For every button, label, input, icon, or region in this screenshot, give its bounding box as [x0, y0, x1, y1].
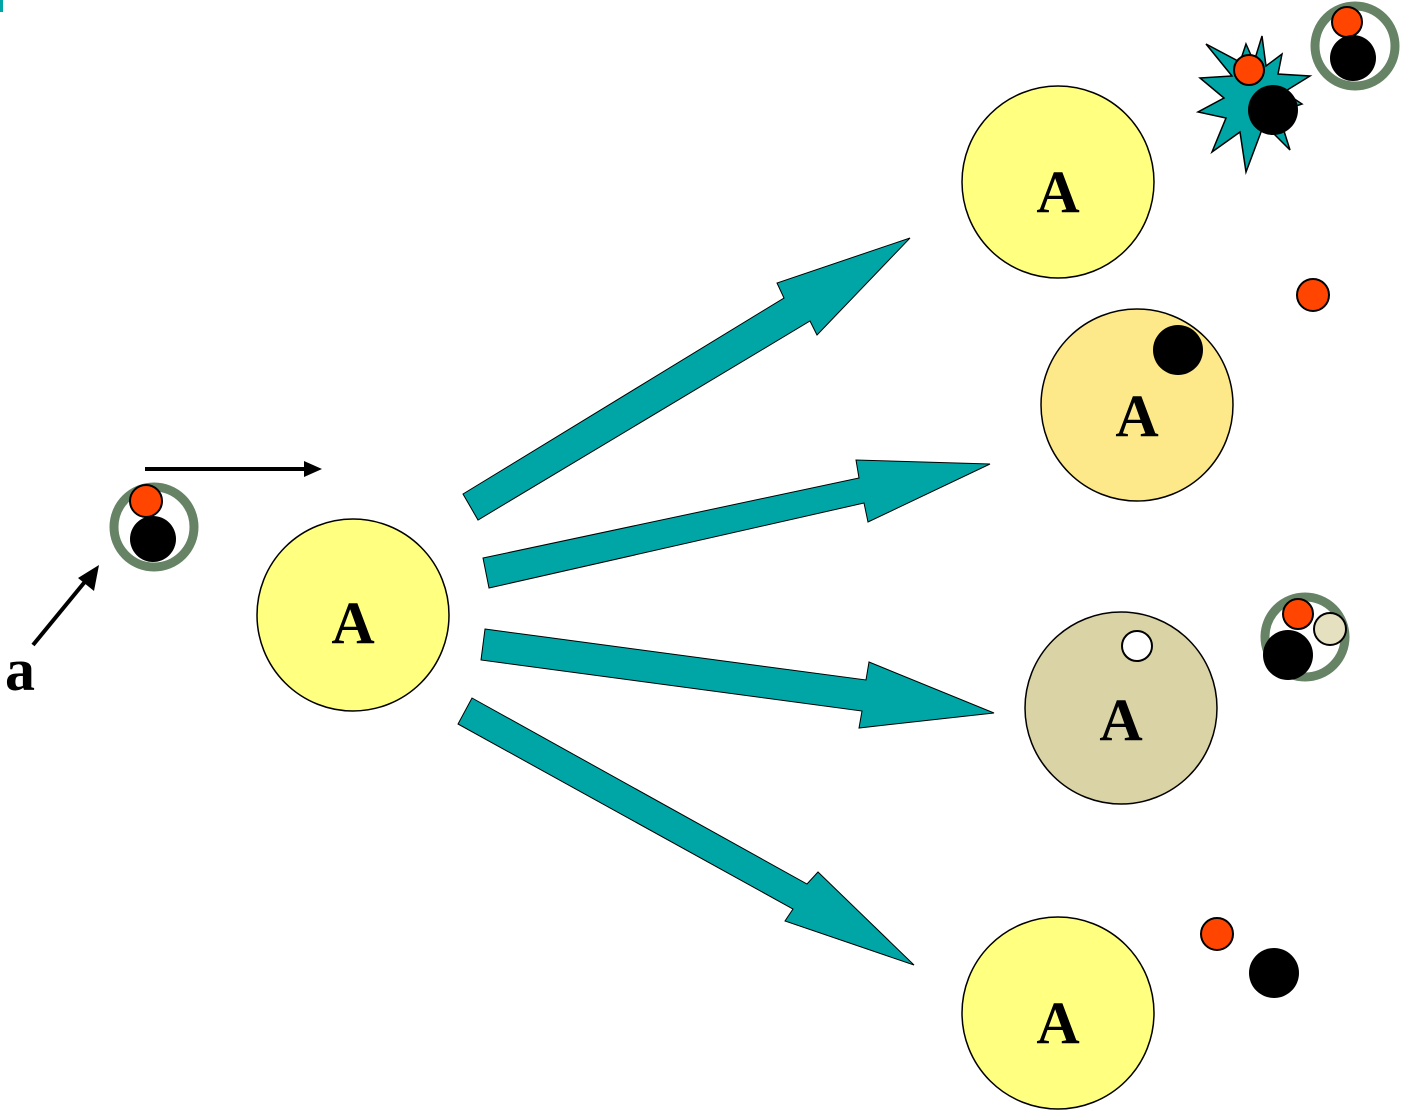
projectile-pointer-arrow — [31, 565, 99, 647]
projectile-neutron — [130, 516, 176, 562]
emitted-proton — [1296, 278, 1330, 312]
reaction-arrow-3 — [480, 628, 995, 729]
product-3-label: A — [1099, 687, 1142, 753]
outgoing-projectile-1 — [1310, 1, 1400, 91]
target-label: A — [331, 590, 374, 656]
reaction-arrow-4 — [457, 697, 915, 966]
projectile-particle — [109, 482, 199, 572]
product-1-label: A — [1036, 159, 1079, 225]
burst-proton — [1233, 54, 1265, 86]
captured-neutron — [1153, 325, 1203, 375]
breakup-neutron — [1249, 948, 1299, 998]
burst-neutron — [1248, 85, 1298, 135]
product-2-label: A — [1115, 383, 1158, 449]
product-nucleus-3: A — [1024, 611, 1218, 805]
motion-arrow — [145, 461, 322, 477]
nucleus-hole — [1121, 630, 1153, 662]
reaction-arrow-1 — [462, 237, 911, 521]
product-nucleus-1: A — [961, 85, 1155, 279]
reaction-arrow-2 — [482, 459, 991, 589]
projectile-label: a — [5, 637, 35, 703]
outgoing-cluster — [1260, 592, 1350, 682]
target-nucleus: A — [256, 518, 450, 712]
product-nucleus-4: A — [961, 916, 1155, 1110]
corner-mark — [0, 0, 3, 12]
breakup-proton — [1200, 917, 1234, 951]
projectile-proton — [129, 484, 163, 518]
product-nucleus-2: A — [1040, 308, 1234, 502]
product-4-label: A — [1036, 990, 1079, 1056]
